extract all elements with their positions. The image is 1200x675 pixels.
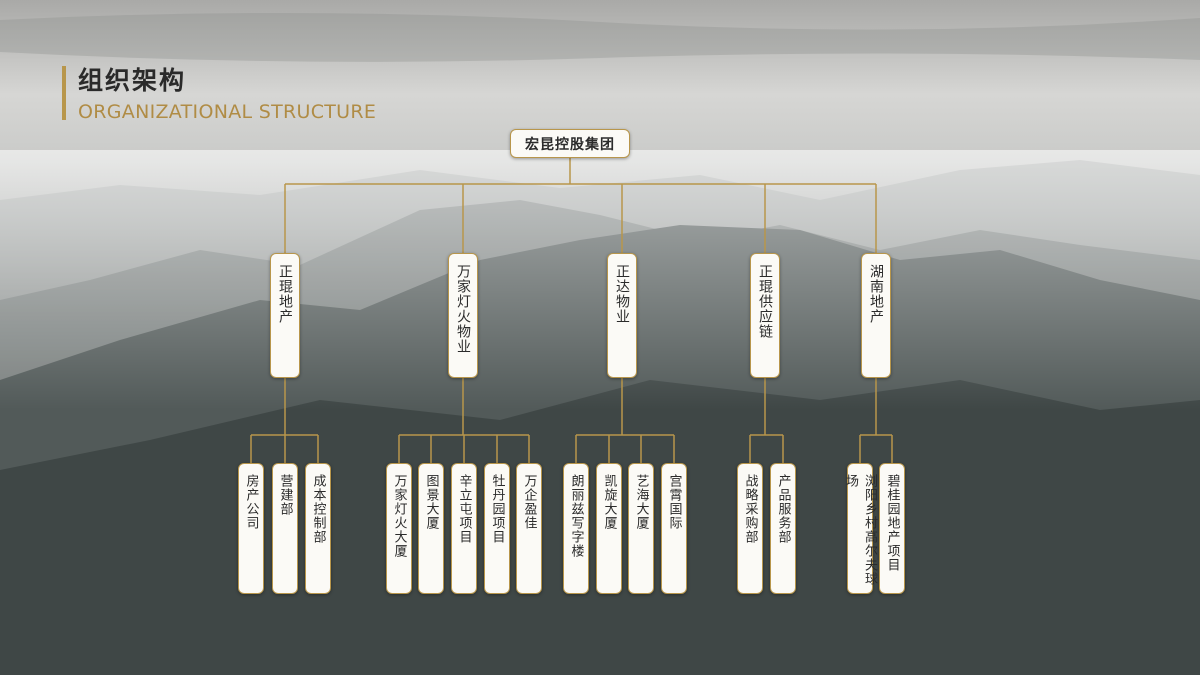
- node-leaf-3-4-label: 宫霄国际: [666, 474, 682, 530]
- node-leaf-4-2-label: 产品服务部: [775, 474, 791, 544]
- node-branch-2-label: 万家灯火物业: [455, 264, 471, 354]
- node-branch-3-label: 正达物业: [614, 264, 630, 324]
- cloud-band: [0, 12, 1200, 62]
- node-leaf-3-3-label: 艺海大厦: [633, 474, 649, 530]
- node-leaf-2-1: 万家灯火大厦: [386, 463, 412, 594]
- node-leaf-3-2: 凯旋大厦: [596, 463, 622, 594]
- node-root-label: 宏昆控股集团: [525, 136, 615, 153]
- node-leaf-1-2-label: 营建部: [277, 474, 293, 516]
- node-leaf-5-2-label: 碧桂园地产项目: [884, 474, 900, 572]
- node-branch-4: 正琨供应链: [750, 253, 780, 378]
- node-branch-5: 湖南地产: [861, 253, 891, 378]
- node-leaf-2-2-label: 图景大厦: [423, 474, 439, 530]
- node-leaf-2-3: 辛立屯项目: [451, 463, 477, 594]
- title-accent-bar: [62, 66, 66, 120]
- node-leaf-1-1-label: 房产公司: [243, 474, 259, 530]
- node-leaf-2-4-label: 牡丹园项目: [489, 474, 505, 544]
- node-leaf-2-3-label: 辛立屯项目: [456, 474, 472, 544]
- node-leaf-2-4: 牡丹园项目: [484, 463, 510, 594]
- node-root: 宏昆控股集团: [510, 129, 630, 158]
- node-leaf-3-1-label: 朗丽兹写字楼: [568, 474, 584, 558]
- node-leaf-2-1-label: 万家灯火大厦: [391, 474, 407, 558]
- node-branch-3: 正达物业: [607, 253, 637, 378]
- page-subtitle: ORGANIZATIONAL STRUCTURE: [78, 101, 377, 123]
- node-branch-2: 万家灯火物业: [448, 253, 478, 378]
- node-leaf-4-1: 战略采购部: [737, 463, 763, 594]
- node-leaf-3-2-label: 凯旋大厦: [601, 474, 617, 530]
- node-branch-1: 正琨地产: [270, 253, 300, 378]
- node-leaf-4-2: 产品服务部: [770, 463, 796, 594]
- node-leaf-2-5: 万企盈佳: [516, 463, 542, 594]
- node-branch-1-label: 正琨地产: [277, 264, 293, 324]
- node-leaf-4-1-label: 战略采购部: [742, 474, 758, 544]
- mist-overlay: [0, 150, 1200, 410]
- node-leaf-5-2: 碧桂园地产项目: [879, 463, 905, 594]
- node-leaf-5-1: 浏阳乡村高尔夫球场: [843, 463, 877, 594]
- node-leaf-1-1: 房产公司: [238, 463, 264, 594]
- node-leaf-1-3: 成本控制部: [305, 463, 331, 594]
- node-leaf-3-1: 朗丽兹写字楼: [563, 463, 589, 594]
- node-leaf-1-2: 营建部: [272, 463, 298, 594]
- node-leaf-1-3-label: 成本控制部: [310, 474, 326, 544]
- node-branch-5-label: 湖南地产: [868, 264, 884, 324]
- node-branch-4-label: 正琨供应链: [757, 264, 773, 339]
- page-title: 组织架构: [78, 66, 187, 95]
- node-leaf-3-3: 艺海大厦: [628, 463, 654, 594]
- node-leaf-2-5-label: 万企盈佳: [521, 474, 537, 530]
- node-leaf-2-2: 图景大厦: [418, 463, 444, 594]
- node-leaf-3-4: 宫霄国际: [661, 463, 687, 594]
- node-leaf-5-1-label: 浏阳乡村高尔夫球场: [843, 474, 877, 586]
